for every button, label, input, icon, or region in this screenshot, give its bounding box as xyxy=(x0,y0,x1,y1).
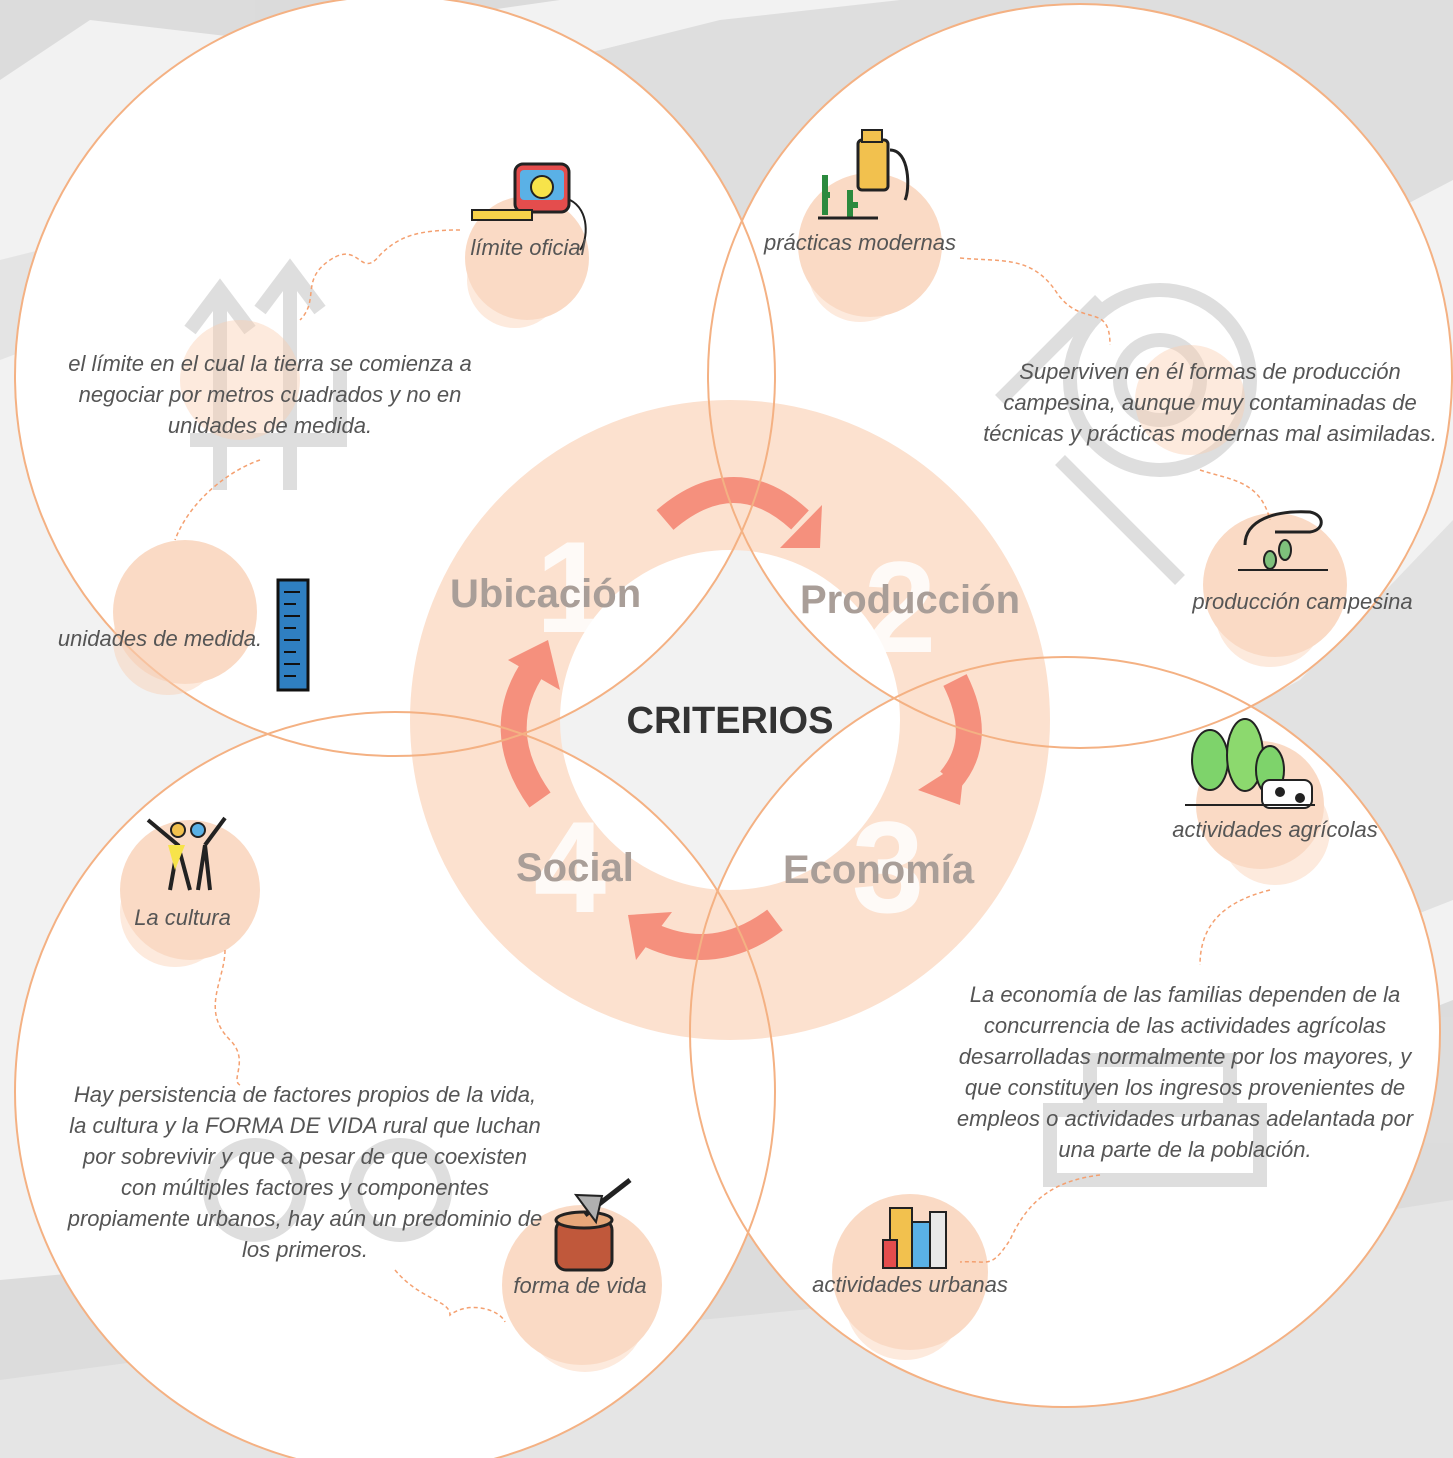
axe-stump-icon xyxy=(554,1178,632,1272)
node-produccion-campesina: producción campesina xyxy=(1192,589,1413,614)
dashed-connectors xyxy=(174,229,1271,1323)
criteria-economia: Economía xyxy=(783,848,975,892)
ruler-icon xyxy=(276,578,310,692)
criteria-social: Social xyxy=(516,846,634,890)
node-la-cultura: La cultura xyxy=(134,905,231,930)
number-1: 1 xyxy=(536,514,608,660)
arrow-heads xyxy=(508,505,965,960)
dancing-people-icon xyxy=(146,816,227,891)
criteria-numbers: 1 2 3 4 xyxy=(534,514,936,940)
node-practicas-modernas: prácticas modernas xyxy=(764,230,956,255)
number-2: 2 xyxy=(864,534,936,680)
node-actividades-agricolas: actividades agrícolas xyxy=(1172,817,1378,842)
city-buildings-icon xyxy=(882,1207,947,1269)
watermark-icons xyxy=(184,258,1267,1242)
arrow-3-to-4 xyxy=(644,909,783,960)
economia-description: La economía de las familias dependen de … xyxy=(956,982,1414,1162)
node-actividades-urbanas: actividades urbanas xyxy=(812,1272,1008,1297)
number-4: 4 xyxy=(534,794,606,940)
sprayer-plants-icon xyxy=(818,129,910,220)
produccion-description: Superviven en él formas de producción ca… xyxy=(983,359,1437,446)
venn-circles xyxy=(14,0,1453,1458)
tape-measure-icon xyxy=(471,162,587,251)
trees-cow-icon xyxy=(1185,718,1315,809)
criteria-produccion: Producción xyxy=(800,578,1021,622)
criteria-ubicacion: Ubicación xyxy=(450,572,642,616)
ubicacion-description: el límite en el cual la tierra se comien… xyxy=(68,351,472,438)
hand-seeds-icon xyxy=(1238,510,1328,571)
social-description: Hay persistencia de factores propios de … xyxy=(67,1082,543,1262)
number-3: 3 xyxy=(852,794,924,940)
center-title: CRITERIOS xyxy=(626,700,834,742)
node-unidades-de-medida: unidades de medida. xyxy=(57,626,263,651)
arrow-1-to-2 xyxy=(656,477,809,531)
node-forma-de-vida: forma de vida xyxy=(513,1273,647,1298)
node-limite-oficial: límite oficial xyxy=(470,235,586,260)
